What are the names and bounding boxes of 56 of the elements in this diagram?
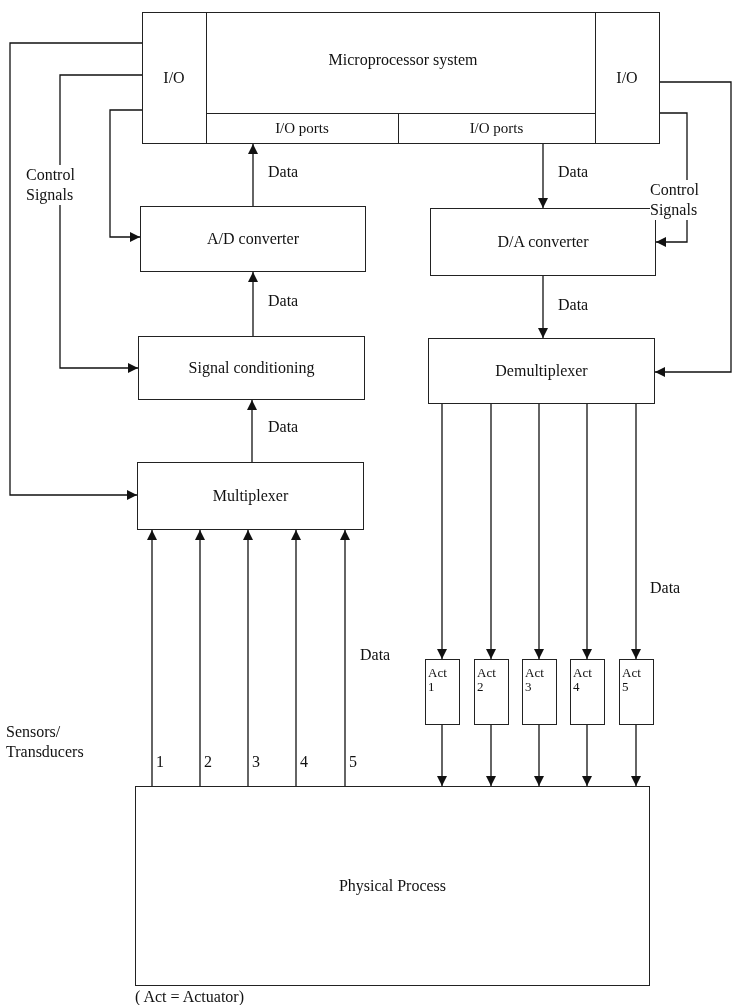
arrow [534, 403, 544, 660]
process-box [135, 786, 650, 986]
arrow [486, 403, 496, 660]
node-label: I/O ports [275, 119, 329, 137]
actuator-box [619, 659, 654, 725]
arrow [291, 529, 301, 787]
arrow [437, 724, 447, 787]
sensor-number: 4 [300, 752, 309, 772]
actuator-box [522, 659, 557, 725]
arrow [582, 724, 592, 787]
arrow [147, 529, 157, 787]
arrow [243, 529, 253, 787]
node-label: I/O [616, 68, 638, 87]
arrow [109, 109, 143, 242]
node-label: A/D converter [207, 230, 299, 248]
node-label: I/O ports [469, 119, 524, 137]
node-label: D/A converter [497, 233, 589, 251]
node-label: I/O [163, 68, 185, 87]
sensor-number: 2 [204, 752, 213, 772]
node-label: Act 5 [622, 666, 642, 695]
node-label: Physical Process [338, 877, 447, 895]
arrow [538, 143, 548, 209]
actuator-box [474, 659, 509, 725]
node-label: Act 2 [477, 666, 497, 695]
sensor-number: 1 [156, 752, 165, 772]
process-box [138, 336, 365, 400]
arrow [195, 529, 205, 787]
node-label: Signal conditioning [188, 359, 315, 377]
arrow [247, 399, 257, 463]
node-label: Multiplexer [212, 487, 289, 505]
node-label: Act 3 [525, 666, 545, 695]
process-box [428, 338, 655, 404]
arrow [534, 724, 544, 787]
actuator-box [425, 659, 460, 725]
arrow [631, 403, 641, 660]
arrow [340, 529, 350, 787]
sensor-number: 5 [349, 752, 358, 772]
arrow [631, 724, 641, 787]
arrow [248, 271, 258, 337]
node-label: Act 4 [573, 666, 593, 695]
arrow [9, 42, 143, 500]
arrow [437, 403, 447, 660]
arrow [248, 143, 258, 207]
process-box [137, 462, 364, 530]
arrow [486, 724, 496, 787]
process-box [140, 206, 366, 272]
system-box [142, 12, 660, 144]
node-label: Demultiplexer [495, 362, 588, 380]
arrow [654, 81, 732, 377]
node-label: Act 1 [428, 666, 448, 695]
arrow [538, 275, 548, 339]
arrow [59, 74, 143, 373]
arrow [582, 403, 592, 660]
node-label: Microprocessor system [327, 51, 479, 69]
sensor-number: 3 [252, 752, 261, 772]
actuator-box [570, 659, 605, 725]
